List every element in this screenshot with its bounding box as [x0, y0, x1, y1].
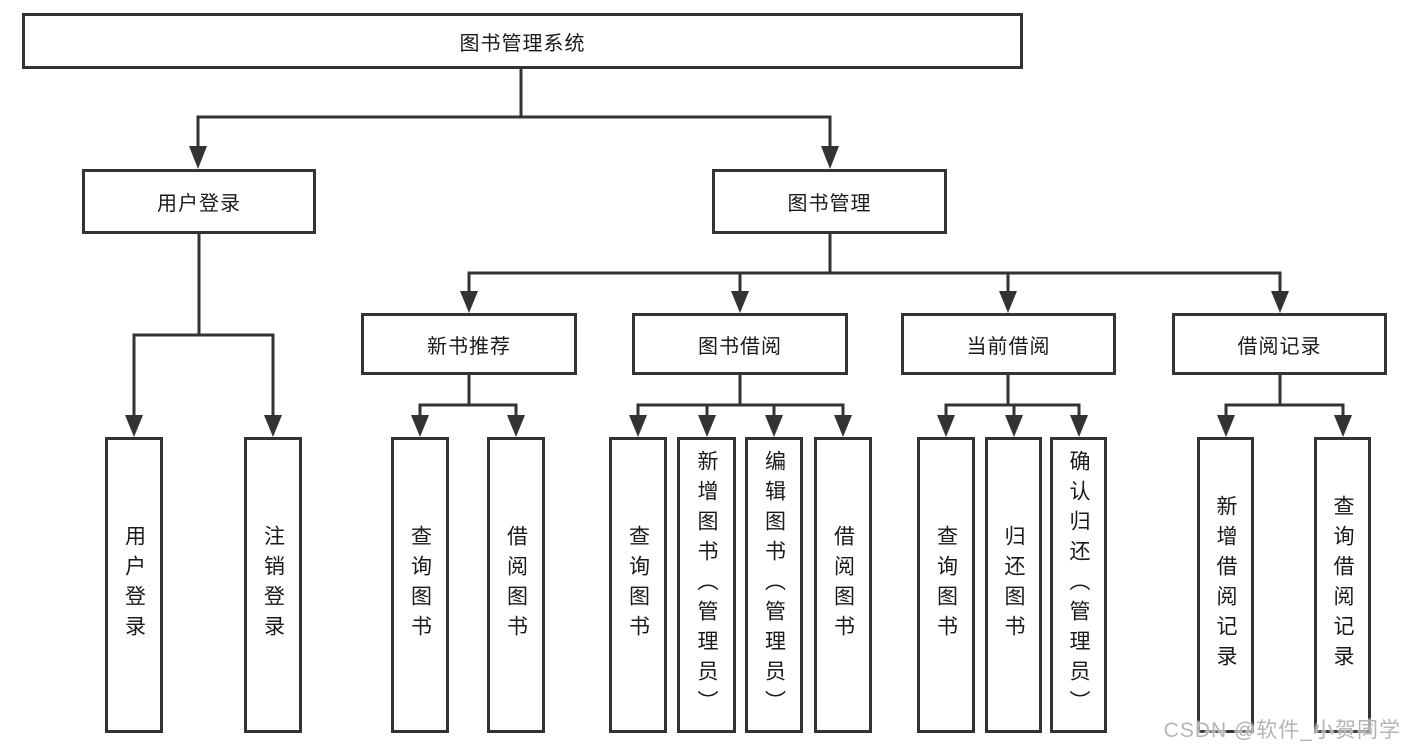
leaf-query-books-borrowing: 查询图书 [609, 437, 667, 733]
connector-root-to-level2 [196, 67, 832, 148]
node-root-library-system: 图书管理系统 [22, 13, 1023, 69]
connector-book-management-to-groups [467, 232, 1282, 294]
leaf-add-borrow-record: 新增借阅记录 [1197, 437, 1254, 733]
leaf-query-books-recommend: 查询图书 [391, 437, 449, 733]
node-borrowing-records: 借阅记录 [1172, 313, 1387, 375]
arrowheads-level2 [189, 146, 839, 169]
connector-borrow-record-to-leaves [1224, 373, 1345, 418]
leaf-return-books: 归还图书 [985, 437, 1042, 733]
arrowheads-level3 [460, 291, 1289, 313]
node-book-borrowing: 图书借阅 [632, 313, 848, 375]
connector-new-book-to-leaves [418, 373, 518, 418]
connector-user-login-to-leaves [132, 232, 275, 418]
arrowheads-user-login-leaves [125, 415, 282, 437]
node-new-book-recommend: 新书推荐 [361, 313, 577, 375]
arrowheads-borrow-record-leaves [1217, 415, 1352, 437]
leaf-logout: 注销登录 [244, 437, 302, 733]
leaf-borrow-books: 借阅图书 [814, 437, 872, 733]
leaf-query-books-current: 查询图书 [917, 437, 975, 733]
connector-current-borrow-to-leaves [944, 373, 1081, 418]
leaf-confirm-return-admin: 确认归还（管理员） [1050, 437, 1107, 733]
arrowheads-book-borrow-leaves [629, 415, 852, 437]
arrowheads-new-book-leaves [411, 415, 525, 437]
csdn-watermark: CSDN @软件_小贺同学 [1163, 719, 1401, 742]
leaf-edit-books-admin: 编辑图书（管理员） [745, 437, 803, 733]
node-user-login: 用户登录 [82, 169, 316, 234]
leaf-add-books-admin: 新增图书（管理员） [677, 437, 736, 733]
arrowheads-current-borrow-leaves [937, 415, 1088, 437]
leaf-user-login: 用户登录 [105, 437, 163, 733]
connector-book-borrow-to-leaves [636, 373, 845, 418]
node-book-management: 图书管理 [712, 169, 947, 234]
leaf-borrow-books-recommend: 借阅图书 [487, 437, 545, 733]
leaf-query-borrow-record: 查询借阅记录 [1314, 437, 1371, 733]
node-current-borrowing: 当前借阅 [901, 313, 1116, 375]
